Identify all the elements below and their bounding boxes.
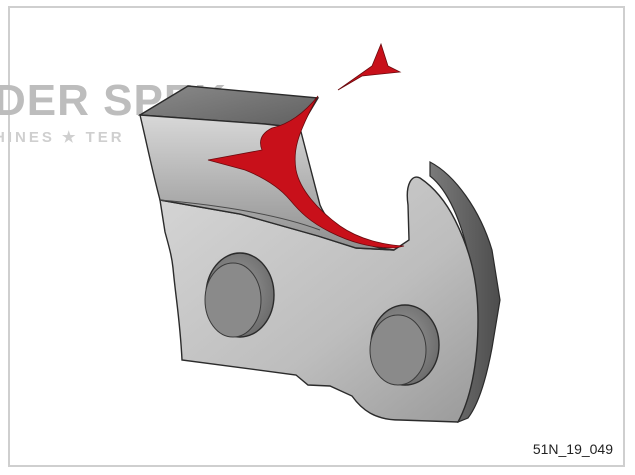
chip-arrow-icon <box>338 44 400 90</box>
figure-id-label: 51N_19_049 <box>533 441 613 457</box>
rivet-left-inner <box>205 263 261 337</box>
rivet-right-inner <box>370 315 426 385</box>
